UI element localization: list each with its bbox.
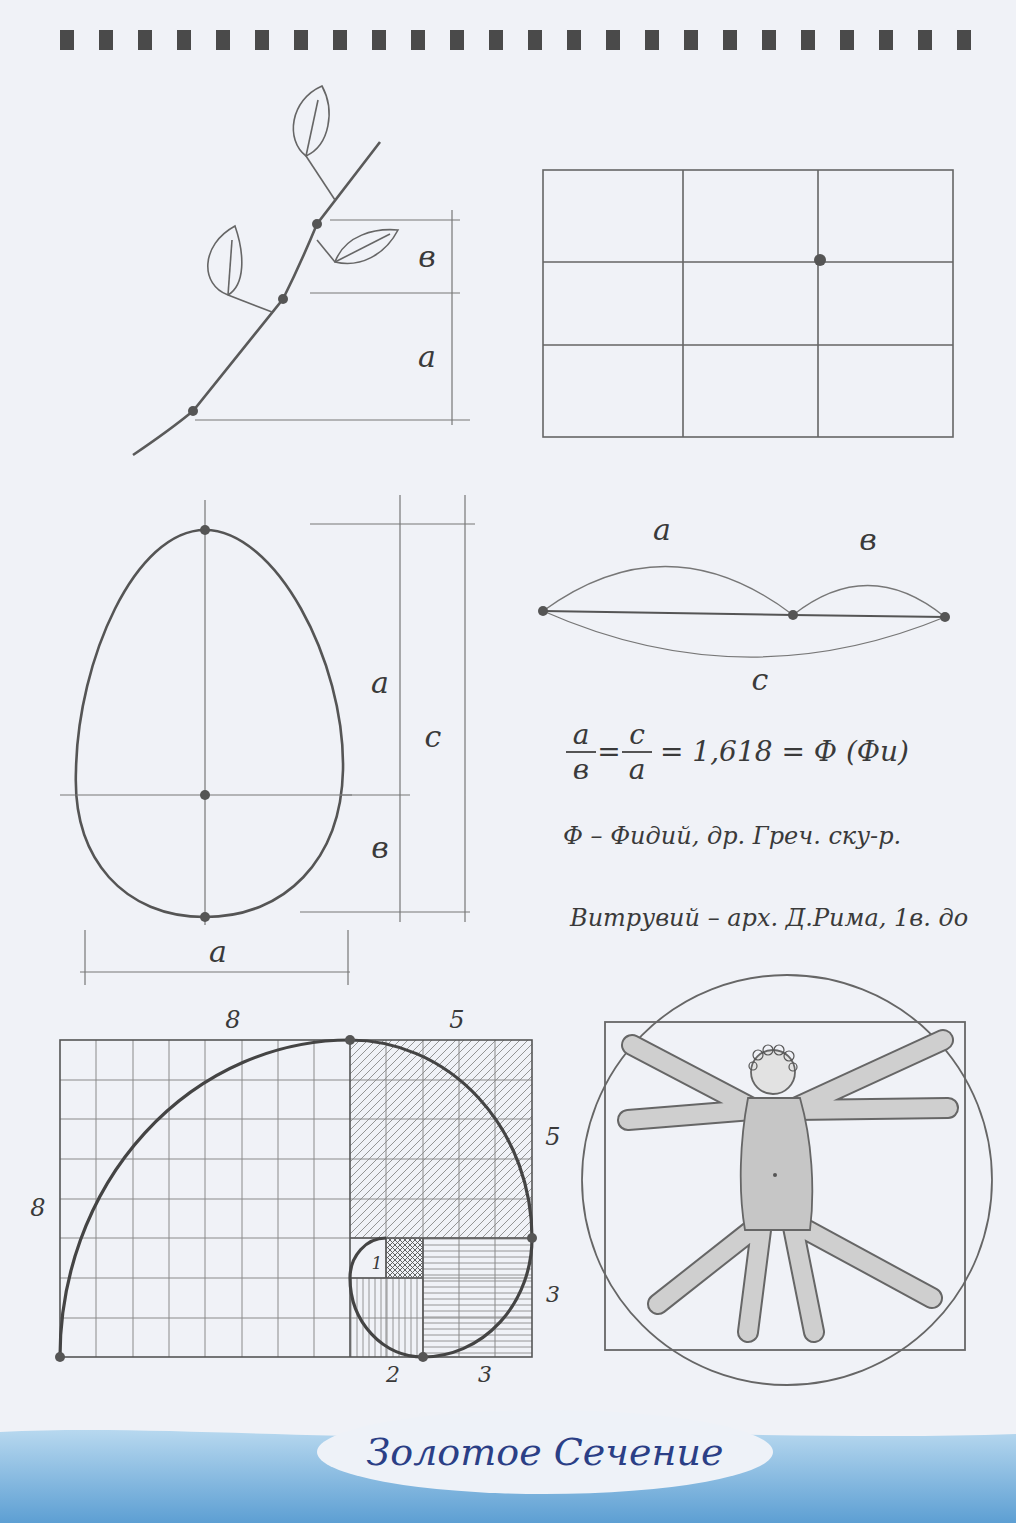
callout-number: 5 (545, 1125, 560, 1149)
segment-points (538, 606, 950, 622)
note-text: Витрувий – арх. Д.Рима, 1в. до (570, 906, 968, 930)
fraction-denominator: в (573, 756, 589, 784)
note-text: Ф – Фидий, др. Греч. ску-р. (563, 824, 901, 848)
thirds-grid (543, 170, 953, 437)
segment-figure (543, 566, 945, 657)
egg-figure (60, 495, 475, 985)
callout-number: 8 (225, 1008, 240, 1032)
focal-point (814, 254, 826, 266)
segment-letter: с (752, 665, 769, 695)
callout-number: 3 (546, 1284, 560, 1306)
callout-number: 5 (449, 1008, 464, 1032)
fraction-numerator: а (573, 721, 590, 749)
binding-holes (60, 30, 971, 50)
fibonacci-grid (55, 1035, 537, 1362)
dimension-letter: а (418, 342, 436, 372)
fraction-numerator: с (629, 721, 645, 749)
segment-letter: в (859, 525, 876, 555)
segment-letter: а (653, 515, 671, 545)
fraction-denominator: а (629, 756, 646, 784)
formula-text: = 1,618 = Ф (Фи) (660, 738, 909, 766)
title-oval (317, 1410, 773, 1494)
callout-number: 8 (30, 1196, 45, 1220)
dimension-letter: в (371, 833, 388, 863)
branch-nodes (188, 219, 322, 416)
callout-number: 3 (478, 1364, 492, 1386)
callout-number: 2 (386, 1364, 400, 1386)
vitruvian-figure (582, 975, 992, 1385)
branch-figure (133, 86, 470, 455)
dimension-letter: а (371, 668, 389, 698)
egg-points (200, 525, 210, 922)
dimension-letter: а (209, 937, 227, 967)
dimension-letter: в (418, 242, 435, 272)
dimension-letter: с (425, 722, 442, 752)
callout-number: 1 (372, 1255, 383, 1272)
equals-sign: = (597, 738, 620, 766)
page-title: Золотое Сечение (367, 1433, 724, 1471)
